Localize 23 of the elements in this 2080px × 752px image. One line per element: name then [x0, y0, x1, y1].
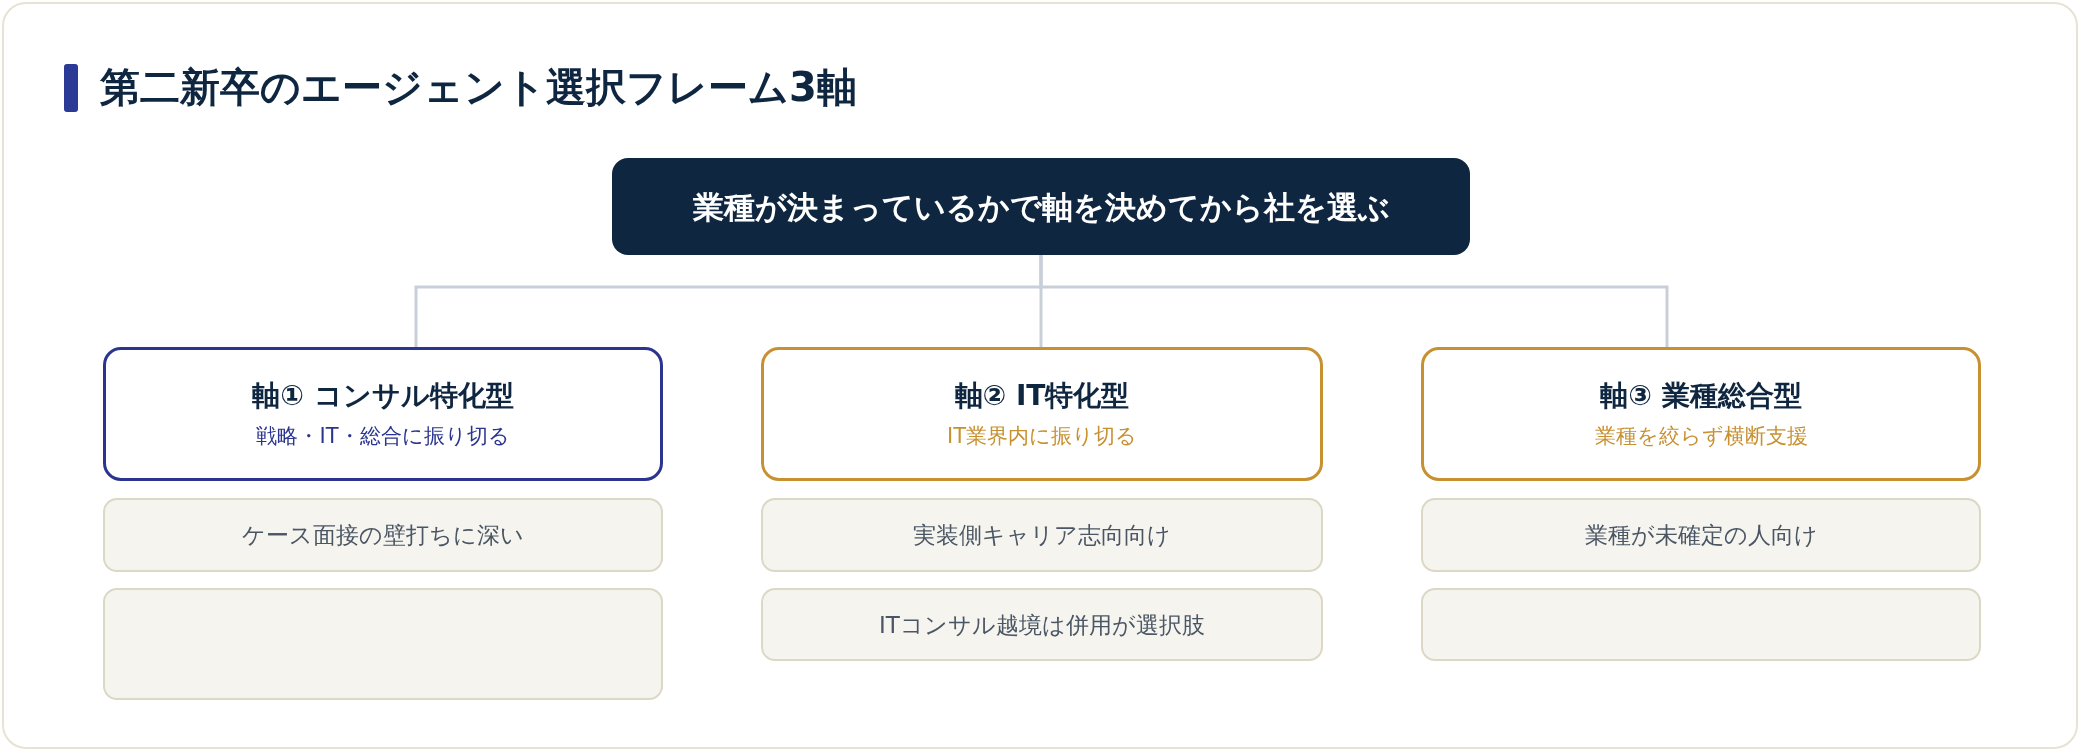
category-subtitle: 戦略・IT・総合に振り切る: [256, 423, 510, 450]
connector-line: [1039, 255, 1669, 347]
category-subtitle: IT業界内に振り切る: [947, 423, 1137, 450]
empty-box: [103, 588, 663, 700]
note-text: 業種が未確定の人向け: [1584, 521, 1818, 550]
category-box: [103, 347, 663, 481]
diagram-title: 第二新卒のエージェント選択フレーム3軸: [100, 63, 857, 112]
note-text: ケース面接の壁打ちに深い: [242, 521, 524, 550]
note-text: 実装側キャリア志向向け: [913, 521, 1171, 550]
category-heading: 軸③ 業種総合型: [1600, 378, 1802, 414]
note-box: [1421, 498, 1981, 572]
root-box: [612, 158, 1470, 255]
category-heading: 軸② IT特化型: [954, 378, 1130, 414]
note-box: [761, 588, 1323, 661]
category-subtitle: 業種を絞らず横断支援: [1594, 423, 1808, 450]
note-box: [761, 498, 1323, 572]
empty-box: [1421, 588, 1981, 661]
root-text: 業種が決まっているかで軸を決めてから社を選ぶ: [692, 187, 1390, 227]
category-box: [1421, 347, 1981, 481]
category-heading: 軸① コンサル特化型: [252, 378, 514, 414]
note-box: [103, 498, 663, 572]
category-box: [761, 347, 1323, 481]
note-text: ITコンサル越境は併用が選択肢: [879, 610, 1205, 640]
